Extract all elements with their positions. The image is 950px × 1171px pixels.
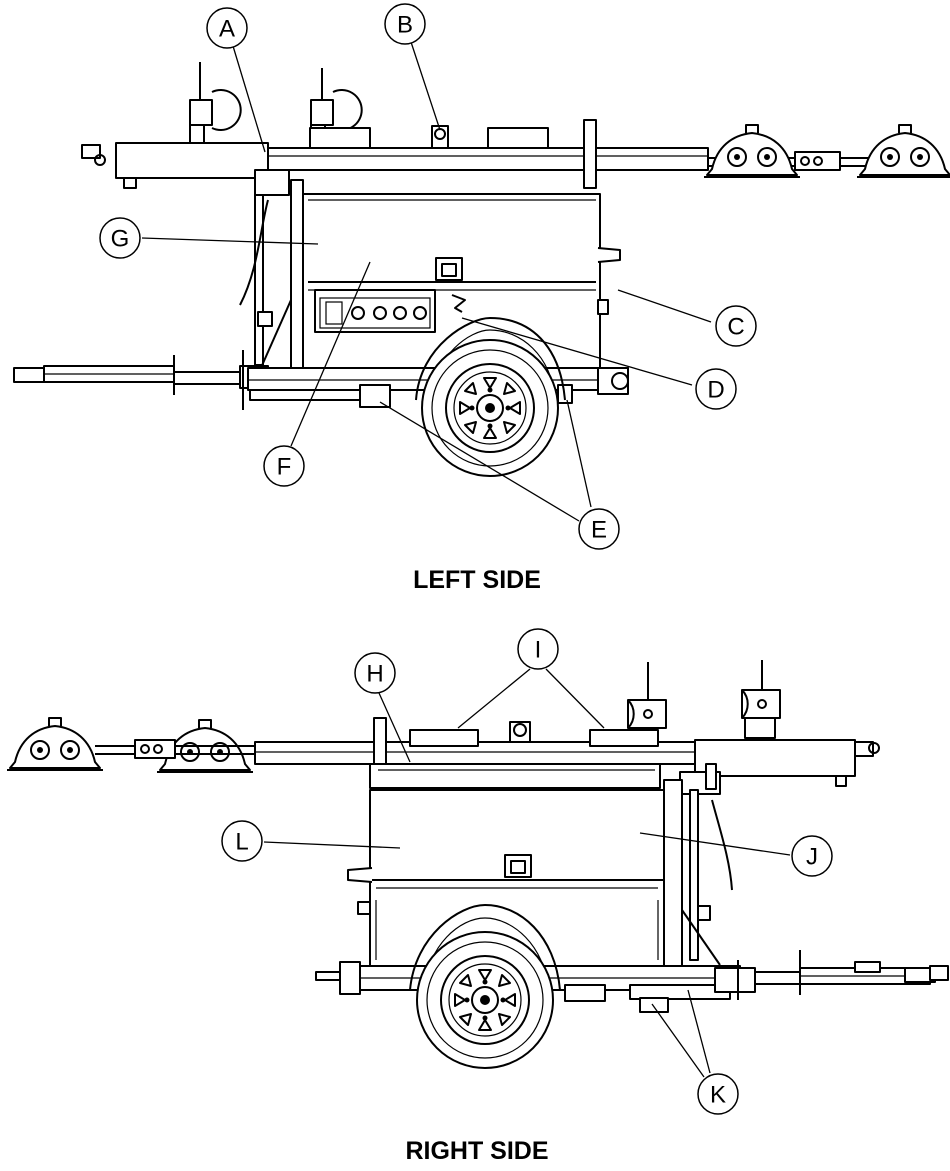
callout-bubble-l: L — [221, 820, 263, 862]
callout-label-b: B — [397, 12, 413, 39]
left-side-title: LEFT SIDE — [413, 566, 541, 594]
right-wheel — [409, 904, 561, 1069]
callout-label-l: L — [235, 829, 248, 856]
callout-label-d: D — [707, 377, 724, 404]
right-housing — [347, 789, 665, 969]
callout-label-k: K — [710, 1082, 726, 1109]
callout-label-j: J — [806, 844, 818, 871]
callout-bubble-b: B — [384, 3, 426, 45]
callout-bubble-c: C — [715, 305, 757, 347]
callout-label-g: G — [111, 226, 130, 253]
callout-bubble-k: K — [697, 1073, 739, 1115]
right-light-bar — [6, 717, 880, 791]
left-housing — [302, 193, 621, 371]
right-side-view — [6, 660, 949, 1069]
callout-bubble-h: H — [354, 652, 396, 694]
callout-label-e: E — [591, 517, 607, 544]
callout-bubble-e: E — [578, 508, 620, 550]
right-side-title: RIGHT SIDE — [405, 1137, 548, 1165]
left-light-bar — [81, 119, 950, 189]
right-frame — [663, 763, 733, 971]
left-side-view — [13, 62, 950, 477]
callout-leaders — [141, 41, 791, 1078]
callout-label-i: I — [535, 637, 542, 664]
callout-label-f: F — [277, 454, 292, 481]
callout-label-c: C — [727, 314, 744, 341]
callout-bubble-a: A — [206, 7, 248, 49]
callout-bubble-f: F — [263, 445, 305, 487]
right-masts — [627, 660, 781, 739]
callout-bubble-g: G — [99, 217, 141, 259]
callout-label-a: A — [219, 16, 235, 43]
callout-bubble-d: D — [695, 368, 737, 410]
callout-label-h: H — [366, 661, 383, 688]
left-wheel — [415, 317, 566, 477]
callout-bubble-i: I — [517, 628, 559, 670]
callout-bubble-j: J — [791, 835, 833, 877]
left-frame — [239, 169, 304, 371]
